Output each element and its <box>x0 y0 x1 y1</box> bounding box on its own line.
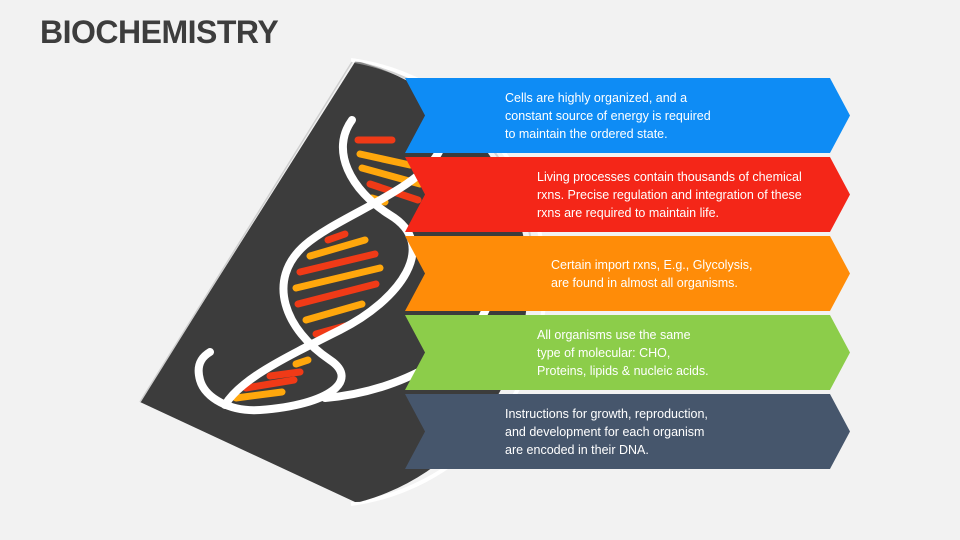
info-banner-5: Instructions for growth, reproduction, a… <box>405 394 850 469</box>
info-text-2: Living processes contain thousands of ch… <box>537 169 802 220</box>
info-text-5: Instructions for growth, reproduction, a… <box>505 406 708 457</box>
info-banner-2: Living processes contain thousands of ch… <box>405 157 850 232</box>
info-banner-4: All organisms use the same type of molec… <box>405 315 850 390</box>
cut-line <box>139 61 353 403</box>
info-banner-1: Cells are highly organized, and a consta… <box>405 78 850 153</box>
info-text-4: All organisms use the same type of molec… <box>537 327 709 378</box>
slide-title: BIOCHEMISTRY <box>40 14 279 50</box>
info-banner-3: Certain import rxns, E.g., Glycolysis, a… <box>405 236 850 311</box>
info-text-3: Certain import rxns, E.g., Glycolysis, a… <box>551 257 753 290</box>
info-text-1: Cells are highly organized, and a consta… <box>505 90 711 141</box>
